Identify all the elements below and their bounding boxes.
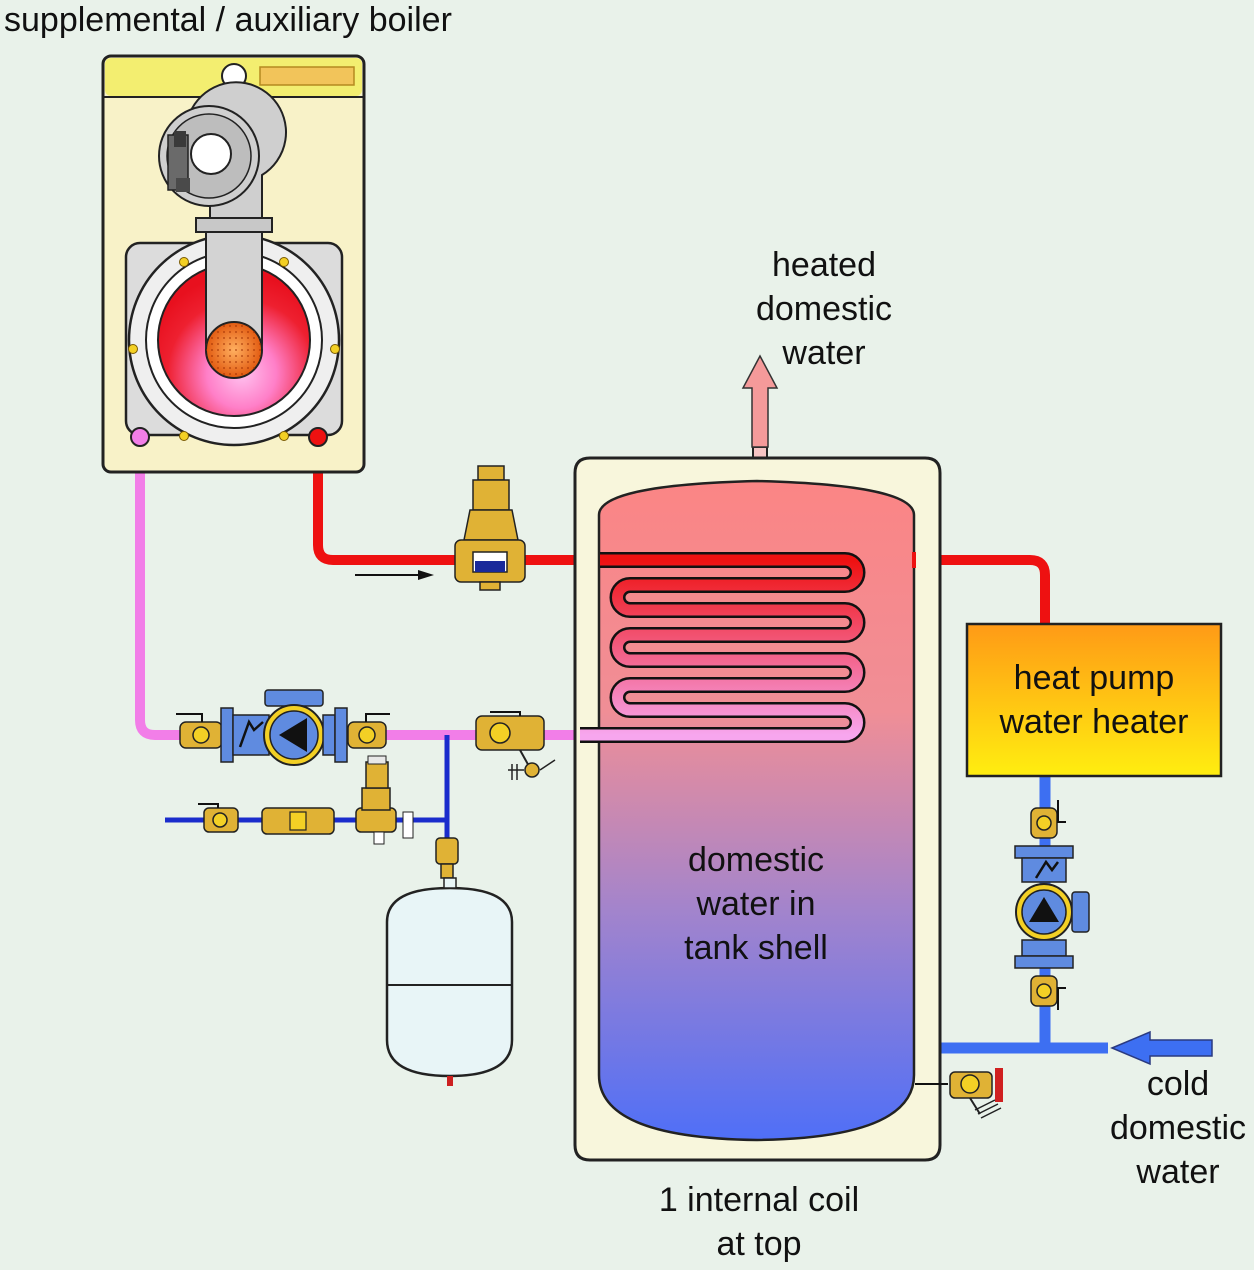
heat-pump-hot-pipe <box>910 555 1050 625</box>
coil-label-line: at top <box>716 1225 802 1263</box>
cold-water-arrow <box>1110 1030 1213 1066</box>
cold-water-label: cold domestic water <box>1098 1062 1254 1194</box>
heated-water-label-line: domestic <box>755 290 893 328</box>
cold-water-label-line: water <box>1136 1153 1220 1191</box>
cold-water-label-line: domestic <box>1109 1109 1247 1147</box>
tank-water-label-line: domestic <box>687 841 825 879</box>
coil-label-line: 1 internal coil <box>658 1181 860 1219</box>
expansion-tank <box>385 877 514 1086</box>
flow-direction-arrow <box>355 570 434 580</box>
tank-drain-valve <box>915 1068 1003 1119</box>
storage-tank <box>573 456 1003 1162</box>
boiler-return-connection <box>130 427 150 447</box>
tank-water-label-line: tank shell <box>684 929 828 967</box>
heat-pump-label-line: water heater <box>999 703 1189 741</box>
heat-pump-water-heater <box>965 622 1223 778</box>
boiler-circulator-assembly <box>176 689 556 780</box>
heat-pump-label-line: heat pump <box>1013 659 1175 697</box>
heated-water-label-line: water <box>782 334 866 372</box>
boiler-label: supplemental / auxiliary boiler <box>4 1 452 39</box>
boiler-supply-connection <box>308 427 328 447</box>
air-separator <box>454 465 526 591</box>
tank-water-label: domestic water in tank shell <box>636 838 876 970</box>
boiler-return-pipe <box>135 440 580 740</box>
tank-shell <box>597 479 916 1142</box>
coil-label: 1 internal coil at top <box>604 1178 914 1266</box>
cold-water-label-line: cold <box>1146 1065 1210 1103</box>
auxiliary-boiler <box>101 54 366 474</box>
boiler-display-panel <box>259 66 355 86</box>
makeup-water-assembly <box>198 755 459 879</box>
tank-water-label-line: water in <box>696 885 816 923</box>
heat-pump-circulator-assembly <box>1014 800 1090 1010</box>
heated-water-arrow <box>741 354 779 448</box>
heated-water-label: heated domestic water <box>704 243 944 375</box>
heat-pump-label: heat pump water heater <box>967 656 1221 744</box>
heated-water-label-line: heated <box>772 246 876 284</box>
boiler-supply-pipe <box>313 440 600 565</box>
